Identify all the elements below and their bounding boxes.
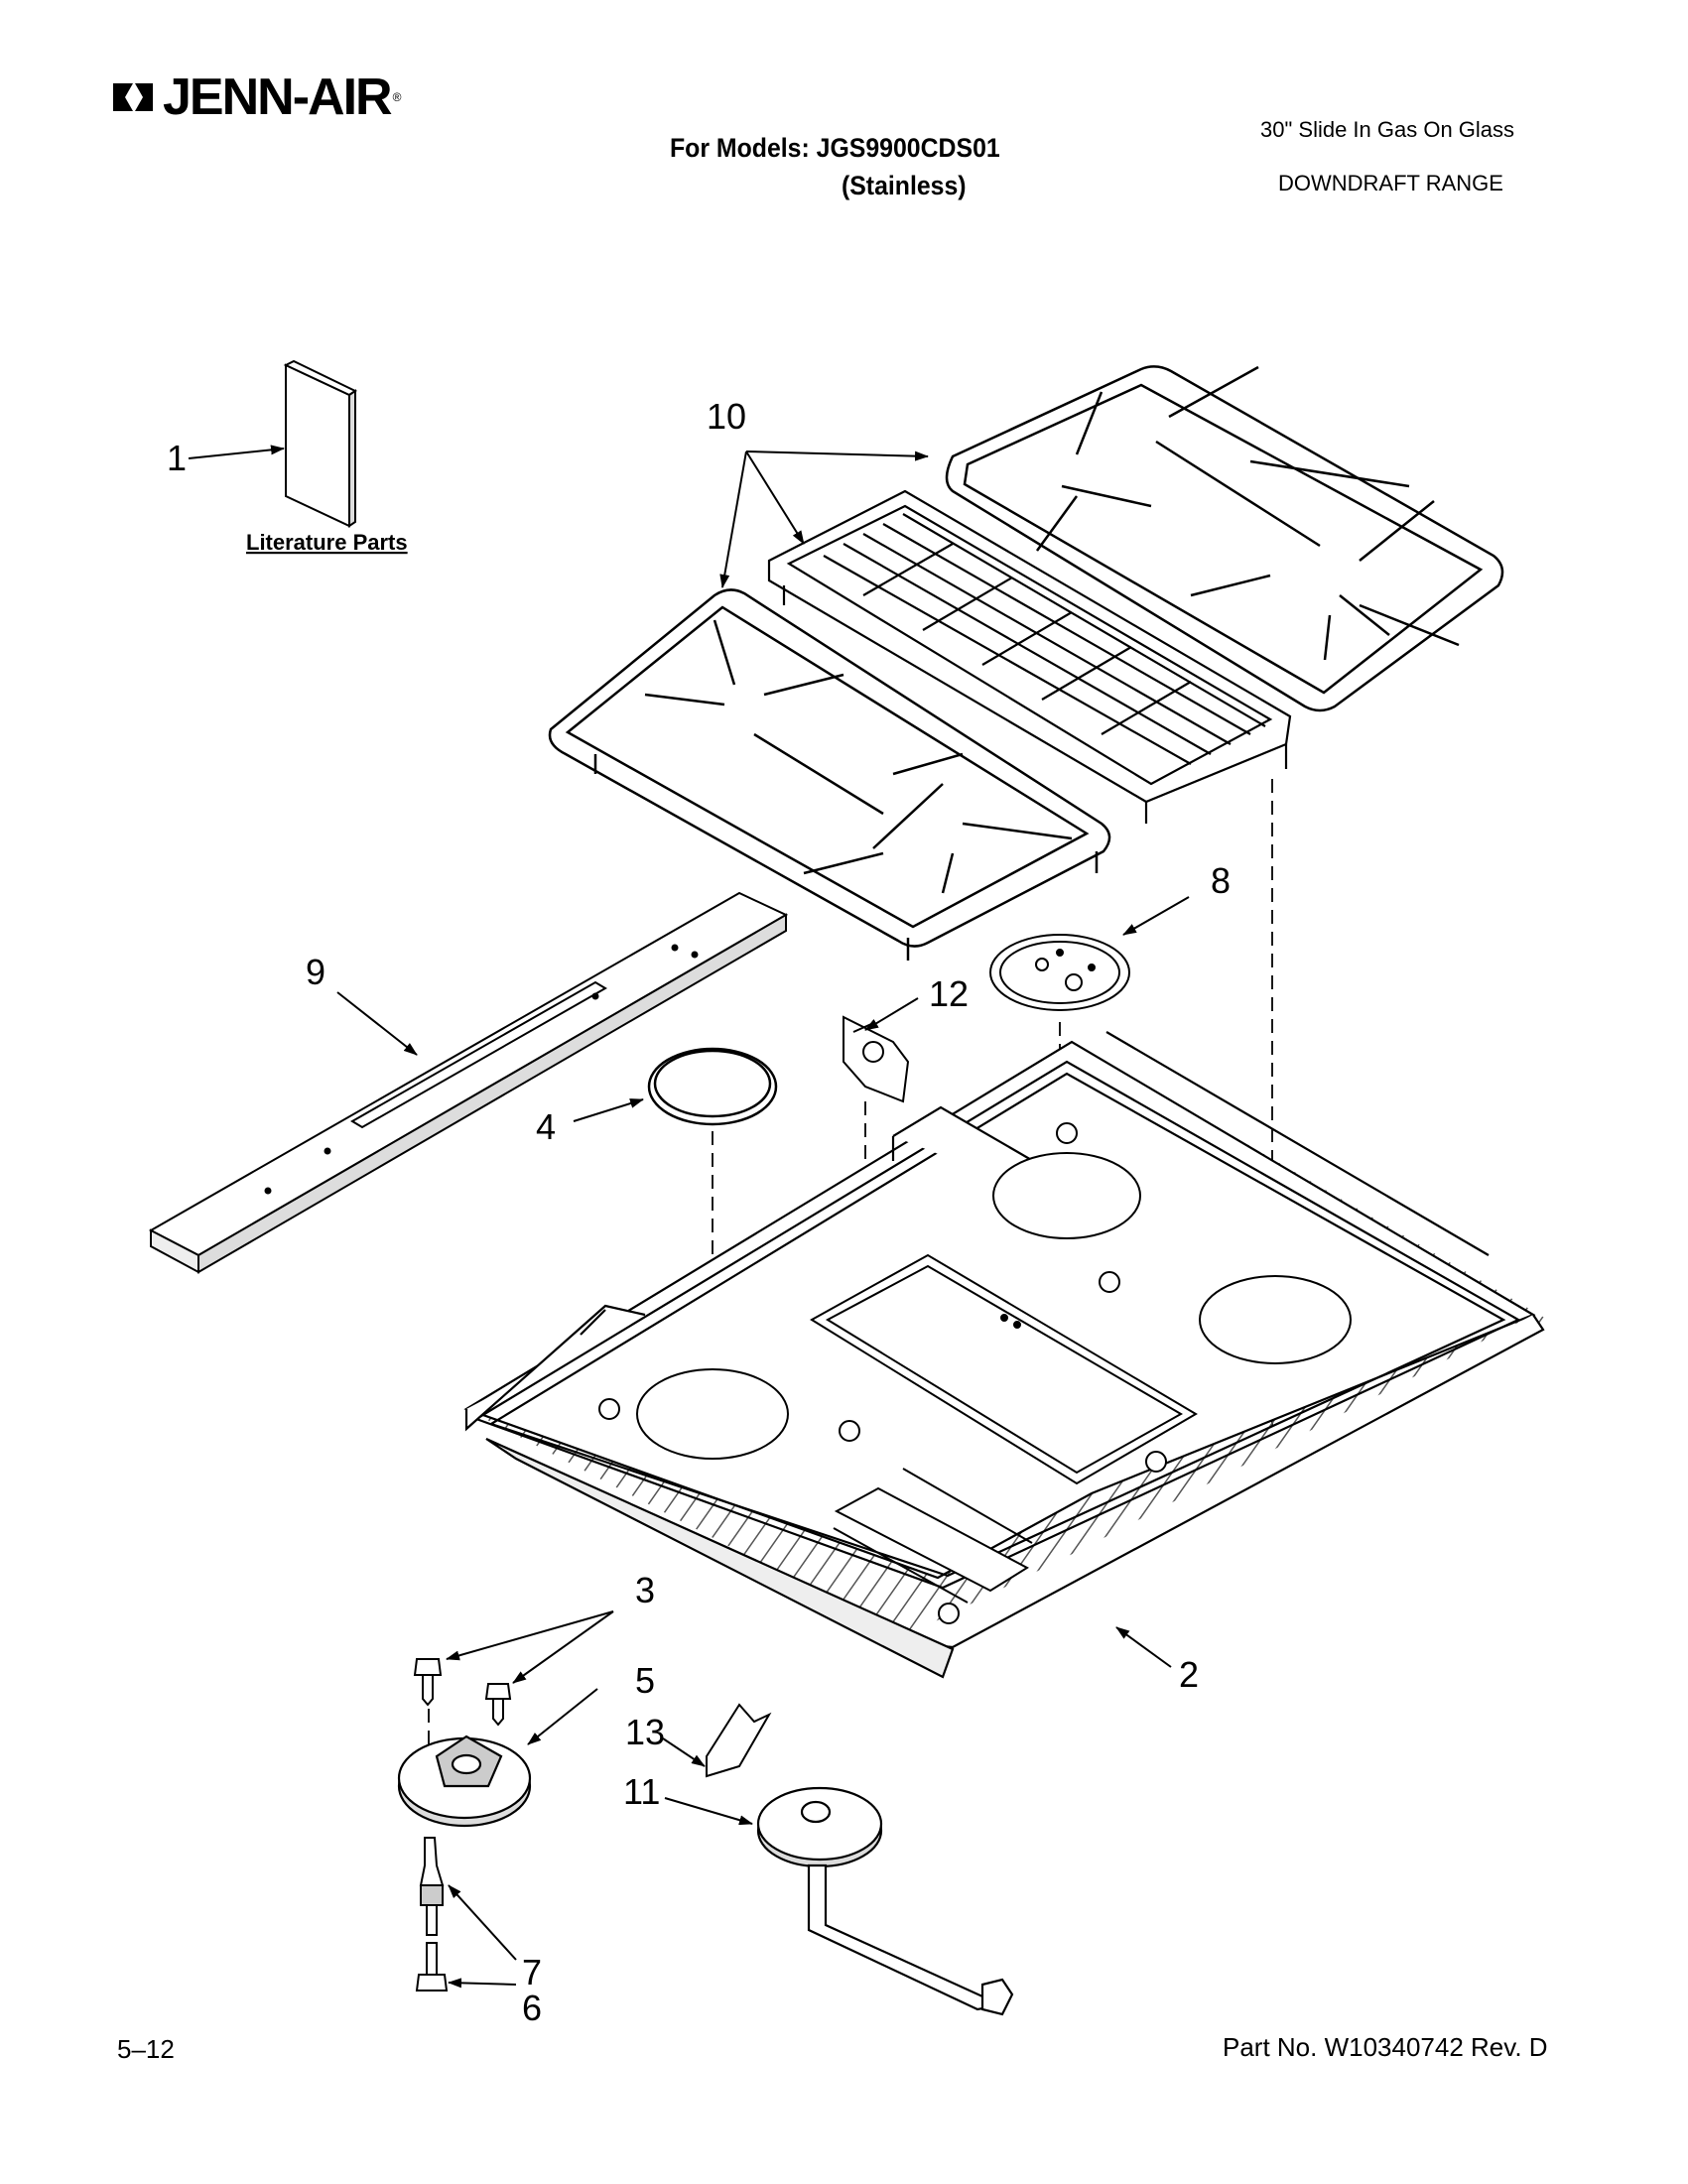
callout-7: 7 xyxy=(522,1952,542,1992)
spark-igniter xyxy=(419,1837,445,1936)
callout-9: 9 xyxy=(306,952,325,992)
models-line: For Models: JGS9900CDS01 xyxy=(670,133,1000,163)
callout-1: 1 xyxy=(167,438,187,478)
burner-cover-plate xyxy=(989,934,1130,1011)
literature-parts-label: Literature Parts xyxy=(246,530,408,555)
mounting-screws xyxy=(413,1658,512,1727)
description-line-1: 30" Slide In Gas On Glass xyxy=(1260,117,1515,142)
trim-strip xyxy=(148,891,789,1274)
callout-4: 4 xyxy=(536,1106,556,1147)
left-burner-grate xyxy=(548,588,1111,961)
burner-gasket-ring xyxy=(647,1047,778,1126)
description-line-2: DOWNDRAFT RANGE xyxy=(1278,171,1503,195)
brand-registered-mark: ® xyxy=(392,90,402,104)
callout-13: 13 xyxy=(625,1712,665,1752)
jenn-air-logo-icon xyxy=(113,83,153,111)
burner-base xyxy=(397,1734,532,1828)
callout-8: 8 xyxy=(1211,860,1231,901)
model-info: For Models: JGS9900CDS01 (Stainless) xyxy=(670,129,1000,204)
finish-line: (Stainless) xyxy=(841,171,967,200)
brand-name: JENN-AIR xyxy=(163,68,393,126)
callout-2: 2 xyxy=(1179,1654,1199,1695)
page-number: 5–12 xyxy=(117,2034,175,2064)
igniter-screw xyxy=(415,1942,449,1991)
product-description: 30" Slide In Gas On Glass DOWNDRAFT RANG… xyxy=(1260,103,1514,210)
center-griddle-grate xyxy=(767,489,1292,824)
right-burner-grate xyxy=(945,365,1504,712)
burner-with-gas-tube xyxy=(756,1786,1014,2016)
callout-6: 6 xyxy=(522,1988,542,2028)
literature-booklet xyxy=(283,359,358,528)
callout-10: 10 xyxy=(707,396,746,437)
callout-3: 3 xyxy=(635,1570,655,1610)
burner-openings xyxy=(598,1122,1352,1624)
callout-11: 11 xyxy=(623,1771,660,1812)
retaining-clip xyxy=(706,1703,772,1778)
part-number: Part No. W10340742 Rev. D xyxy=(1223,2032,1548,2062)
brand-logo: JENN-AIR® xyxy=(111,67,402,127)
callout-5: 5 xyxy=(635,1660,655,1701)
callout-12: 12 xyxy=(929,973,969,1014)
igniter-bracket xyxy=(843,1015,910,1103)
